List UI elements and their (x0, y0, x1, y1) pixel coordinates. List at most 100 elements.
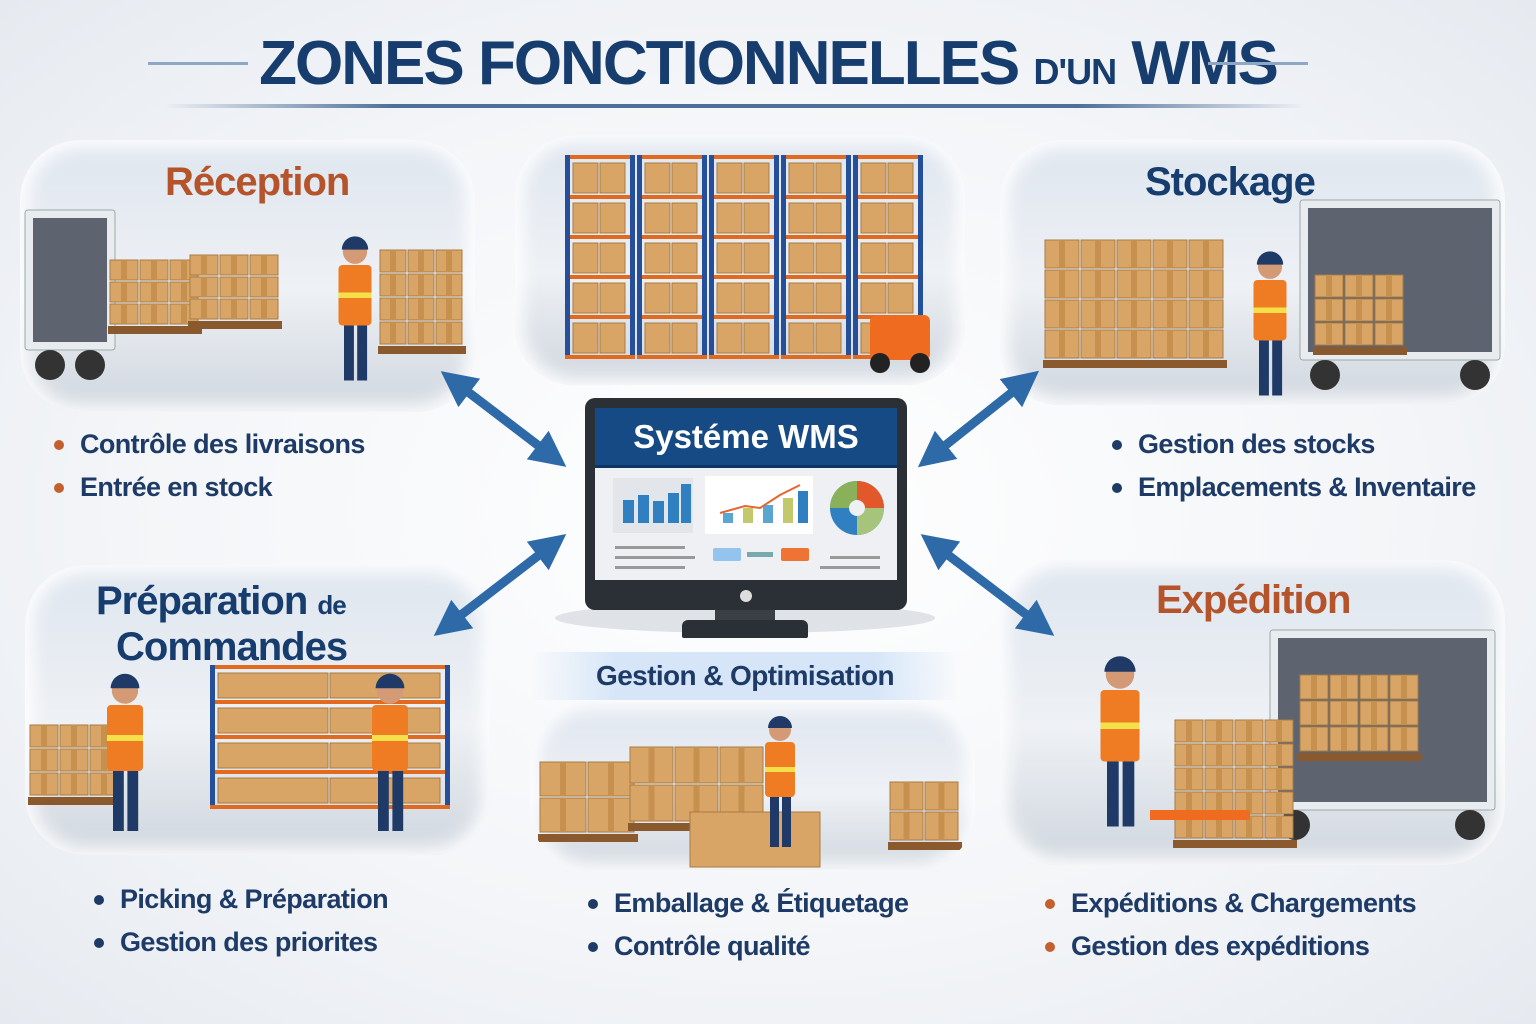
box-tape (1167, 270, 1173, 298)
box-tape (693, 747, 700, 783)
box (572, 242, 599, 274)
box (599, 202, 626, 234)
box-tape (390, 250, 396, 272)
box-tape (1095, 240, 1101, 268)
rack-post (630, 155, 635, 355)
box (815, 282, 842, 314)
rack-beam (781, 355, 851, 359)
truck-wheel (75, 350, 105, 380)
bullet-item: Emplacements & Inventaire (1110, 466, 1476, 509)
gestion-banner: Gestion & Optimisation (530, 652, 960, 700)
rack-post (918, 155, 923, 355)
box (599, 162, 626, 194)
pallet (28, 797, 122, 805)
box-tape (1371, 727, 1377, 751)
box (716, 162, 743, 194)
truck-interior (33, 218, 107, 342)
pallet (1043, 360, 1227, 368)
box-tape (121, 282, 127, 302)
bullet-item: Gestion des expéditions (1043, 925, 1416, 968)
preparation-title-main: Préparation (96, 579, 308, 623)
rack-post (637, 155, 642, 355)
box-tape (1326, 323, 1332, 345)
box-tape (938, 782, 945, 810)
box-tape (1167, 300, 1173, 328)
box-tape (938, 812, 945, 840)
box-tape (121, 304, 127, 324)
rack-beam (709, 315, 779, 319)
vest-stripe (338, 292, 372, 298)
box-tape (1401, 701, 1407, 725)
box-tape (201, 277, 207, 297)
box (743, 322, 770, 354)
arrow-reception (440, 371, 567, 467)
box (217, 707, 329, 734)
rack-beam (709, 155, 779, 159)
box-tape (181, 282, 187, 302)
box-tape (101, 773, 107, 795)
rack-beam (565, 275, 635, 279)
rack-beam (781, 315, 851, 319)
box-tape (1059, 270, 1065, 298)
rack-beam (210, 805, 450, 809)
stockage-illustration (1000, 140, 1505, 405)
pallet (538, 834, 638, 842)
box (644, 242, 671, 274)
box-tape (1186, 744, 1192, 766)
box (887, 282, 914, 314)
truck-wheel (1460, 360, 1490, 390)
worker-leg (1122, 755, 1135, 827)
box (599, 242, 626, 274)
preparation-title-small: de (317, 590, 346, 620)
box (644, 162, 671, 194)
rack-post (565, 155, 570, 355)
expedition-title: Expédition (1156, 578, 1351, 622)
box (572, 282, 599, 314)
title-main: ZONES FONCTIONNELLES (259, 29, 1020, 98)
rack-beam (210, 665, 450, 669)
box (644, 202, 671, 234)
box-tape (418, 250, 424, 272)
rack-beam (781, 195, 851, 199)
box (887, 202, 914, 234)
box-tape (1246, 720, 1252, 742)
box (815, 322, 842, 354)
worker-leg (113, 765, 124, 831)
box-tape (231, 299, 237, 319)
box-tape (446, 322, 452, 344)
rack-beam (853, 275, 923, 279)
box (716, 202, 743, 234)
box-tape (1186, 768, 1192, 790)
box (887, 162, 914, 194)
rack-beam (637, 355, 707, 359)
box (217, 742, 329, 769)
box-tape (1186, 816, 1192, 838)
box-tape (1276, 768, 1282, 790)
bullet-item: Contrôle des livraisons (52, 423, 365, 466)
box-tape (261, 277, 267, 297)
wms-monitor: Systéme WMS (585, 398, 907, 610)
rack-beam (781, 155, 851, 159)
box-tape (418, 322, 424, 344)
box-tape (1311, 727, 1317, 751)
box-tape (446, 274, 452, 296)
box (860, 282, 887, 314)
box-tape (151, 304, 157, 324)
rack-beam (709, 275, 779, 279)
rack-beam (853, 235, 923, 239)
rack-beam (637, 235, 707, 239)
box-tape (1401, 675, 1407, 699)
box-tape (390, 298, 396, 320)
box-tape (201, 255, 207, 275)
arrow-expedition (920, 534, 1055, 636)
box-tape (1326, 275, 1332, 297)
box-tape (1167, 330, 1173, 358)
truck-wheel (35, 350, 65, 380)
box-tape (181, 304, 187, 324)
bullet-item: Gestion des stocks (1110, 423, 1476, 466)
title-rule-left (148, 62, 248, 65)
box-tape (1095, 270, 1101, 298)
rack-beam (853, 155, 923, 159)
